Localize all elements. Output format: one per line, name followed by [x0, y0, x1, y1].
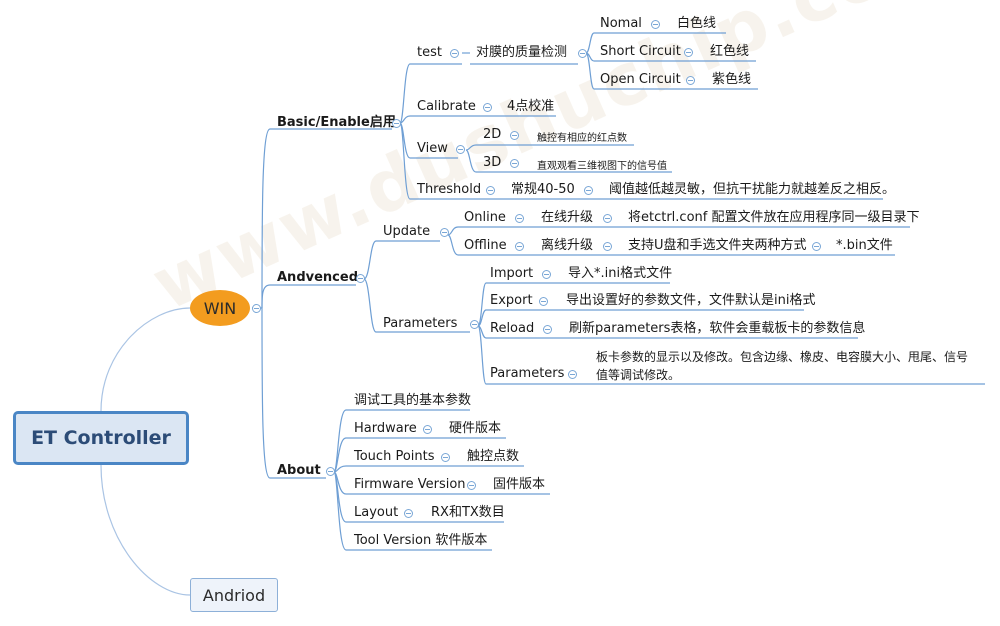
view-2d-node[interactable]: 2D: [483, 127, 502, 142]
root-node[interactable]: ET Controller: [13, 411, 189, 465]
collapse-toggle-icon[interactable]: [603, 214, 612, 223]
firmware-version-node[interactable]: Firmware Version: [354, 477, 466, 492]
nomal-node[interactable]: Nomal: [600, 16, 642, 31]
firmware-version-value: 固件版本: [493, 477, 546, 492]
collapse-toggle-icon[interactable]: [450, 49, 459, 58]
view-node[interactable]: View: [417, 141, 448, 156]
collapse-toggle-icon[interactable]: [543, 325, 552, 334]
calibrate-value: 4点校准: [507, 99, 555, 114]
collapse-toggle-icon[interactable]: [510, 159, 519, 168]
online-node[interactable]: Online: [464, 210, 506, 225]
threshold-value: 常规40-50: [511, 182, 575, 197]
offline-desc: 离线升级: [541, 238, 594, 253]
collapse-toggle-icon[interactable]: [423, 425, 432, 434]
import-node[interactable]: Import: [490, 266, 534, 281]
calibrate-node[interactable]: Calibrate: [417, 99, 476, 114]
collapse-toggle-icon[interactable]: [651, 20, 660, 29]
collapse-toggle-icon[interactable]: [686, 76, 695, 85]
collapse-toggle-icon[interactable]: [515, 242, 524, 251]
about-node[interactable]: About: [277, 463, 321, 478]
collapse-toggle-icon[interactable]: [510, 131, 519, 140]
view-2d-value: 触控有相应的红点数: [537, 133, 627, 144]
update-node[interactable]: Update: [383, 224, 431, 239]
collapse-toggle-icon[interactable]: [584, 186, 593, 195]
layout-node[interactable]: Layout: [354, 505, 399, 520]
nomal-value: 白色线: [677, 16, 717, 31]
touch-points-node[interactable]: Touch Points: [354, 449, 435, 464]
tool-version-node[interactable]: Tool Version 软件版本: [354, 533, 488, 548]
advanced-node[interactable]: Andvenced: [277, 270, 358, 285]
collapse-toggle-icon[interactable]: [404, 509, 413, 518]
offline-ext: *.bin文件: [836, 238, 893, 253]
reload-node[interactable]: Reload: [490, 321, 535, 336]
short-circuit-node[interactable]: Short Circuit: [600, 44, 681, 59]
collapse-toggle-icon[interactable]: [603, 242, 612, 251]
collapse-toggle-icon[interactable]: [392, 119, 401, 128]
collapse-toggle-icon[interactable]: [568, 370, 577, 379]
collapse-toggle-icon[interactable]: [539, 297, 548, 306]
parameters-sub-node[interactable]: Parameters: [490, 366, 565, 381]
about-header: 调试工具的基本参数: [354, 393, 472, 408]
collapse-toggle-icon[interactable]: [326, 467, 335, 476]
test-desc: 对膜的质量检测: [476, 45, 568, 60]
collapse-toggle-icon[interactable]: [456, 145, 465, 154]
threshold-note: 阈值越低越灵敏，但抗干扰能力就越差反之相反。: [609, 182, 896, 197]
collapse-toggle-icon[interactable]: [486, 186, 495, 195]
parameters-sub-value-line2: 值等调试修改。: [596, 368, 681, 382]
export-node[interactable]: Export: [490, 293, 533, 308]
offline-note: 支持U盘和手选文件夹两种方式: [628, 238, 807, 253]
open-circuit-value: 紫色线: [712, 72, 752, 87]
hardware-node[interactable]: Hardware: [354, 421, 417, 436]
short-circuit-value: 红色线: [710, 44, 750, 59]
online-desc: 在线升级: [541, 210, 594, 225]
open-circuit-node[interactable]: Open Circuit: [600, 72, 681, 87]
collapse-toggle-icon[interactable]: [483, 103, 492, 112]
basic-enable-node[interactable]: Basic/Enable启用: [277, 115, 396, 130]
layout-value: RX和TX数目: [431, 505, 505, 520]
andriod-node[interactable]: Andriod: [190, 578, 278, 612]
collapse-toggle-icon[interactable]: [470, 320, 479, 329]
view-3d-value: 直观观看三维视图下的信号值: [537, 161, 667, 172]
reload-value: 刷新parameters表格，软件会重载板卡的参数信息: [569, 321, 866, 336]
collapse-toggle-icon[interactable]: [684, 48, 693, 57]
touch-points-value: 触控点数: [467, 449, 520, 464]
hardware-value: 硬件版本: [449, 421, 502, 436]
collapse-toggle-icon[interactable]: [578, 49, 587, 58]
collapse-toggle-icon[interactable]: [252, 304, 261, 313]
win-node[interactable]: WIN: [190, 290, 250, 326]
online-note: 将etctrl.conf 配置文件放在应用程序同一级目录下: [628, 210, 920, 225]
collapse-toggle-icon[interactable]: [441, 453, 450, 462]
parameters-node[interactable]: Parameters: [383, 316, 458, 331]
threshold-node[interactable]: Threshold: [417, 182, 482, 197]
collapse-toggle-icon[interactable]: [542, 270, 551, 279]
view-3d-node[interactable]: 3D: [483, 155, 502, 170]
collapse-toggle-icon[interactable]: [467, 481, 476, 490]
test-node[interactable]: test: [417, 45, 442, 60]
collapse-toggle-icon[interactable]: [356, 274, 365, 283]
offline-node[interactable]: Offline: [464, 238, 507, 253]
parameters-sub-value-line1: 板卡参数的显示以及修改。包含边缘、橡皮、电容膜大小、甩尾、信号: [596, 350, 969, 364]
collapse-toggle-icon[interactable]: [515, 214, 524, 223]
collapse-toggle-icon[interactable]: [440, 228, 449, 237]
export-value: 导出设置好的参数文件，文件默认是ini格式: [566, 293, 816, 308]
collapse-toggle-icon[interactable]: [812, 242, 821, 251]
import-value: 导入*.ini格式文件: [568, 266, 673, 281]
